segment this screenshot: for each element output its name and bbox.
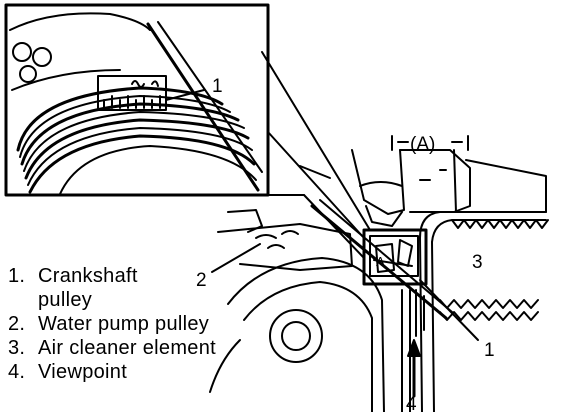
legend-text: Air cleaner element (38, 337, 217, 359)
callout-2: 2 (196, 270, 207, 291)
legend-item-4: 4. Viewpoint (8, 360, 216, 384)
legend-text: Viewpoint (38, 361, 128, 383)
dimension-a (391, 135, 469, 151)
legend-item-1-cont: pulley (8, 288, 216, 312)
parts-legend: 1.Crankshaft pulley 2.Water pump pulley … (8, 264, 216, 384)
inset-magnified-view (4, 3, 270, 197)
legend-item-3: 3. Air cleaner element (8, 336, 216, 360)
legend-num: 2. (8, 313, 26, 335)
legend-num: 4. (8, 361, 26, 383)
legend-text: pulley (38, 289, 93, 311)
engine-body (209, 149, 549, 412)
callout-1: 1 (484, 340, 495, 361)
closeup-a-tag: A (376, 254, 385, 269)
callout-leaders (165, 89, 479, 398)
callout-3: 3 (472, 252, 483, 273)
legend-num: 1. (8, 265, 26, 287)
legend-text: Water pump pulley (38, 313, 210, 335)
legend-item-1: 1. Crankshaft (8, 264, 216, 288)
legend-num: 3. (8, 337, 26, 359)
callout-4: 4 (406, 394, 417, 412)
magnify-leaders (261, 51, 371, 259)
dimension-a-label: (A) (410, 134, 435, 155)
closeup-box (362, 228, 428, 286)
legend-text: Crankshaft (38, 265, 138, 287)
legend-item-2: 2. Water pump pulley (8, 312, 216, 336)
callout-1-inset: 1 (212, 76, 223, 97)
